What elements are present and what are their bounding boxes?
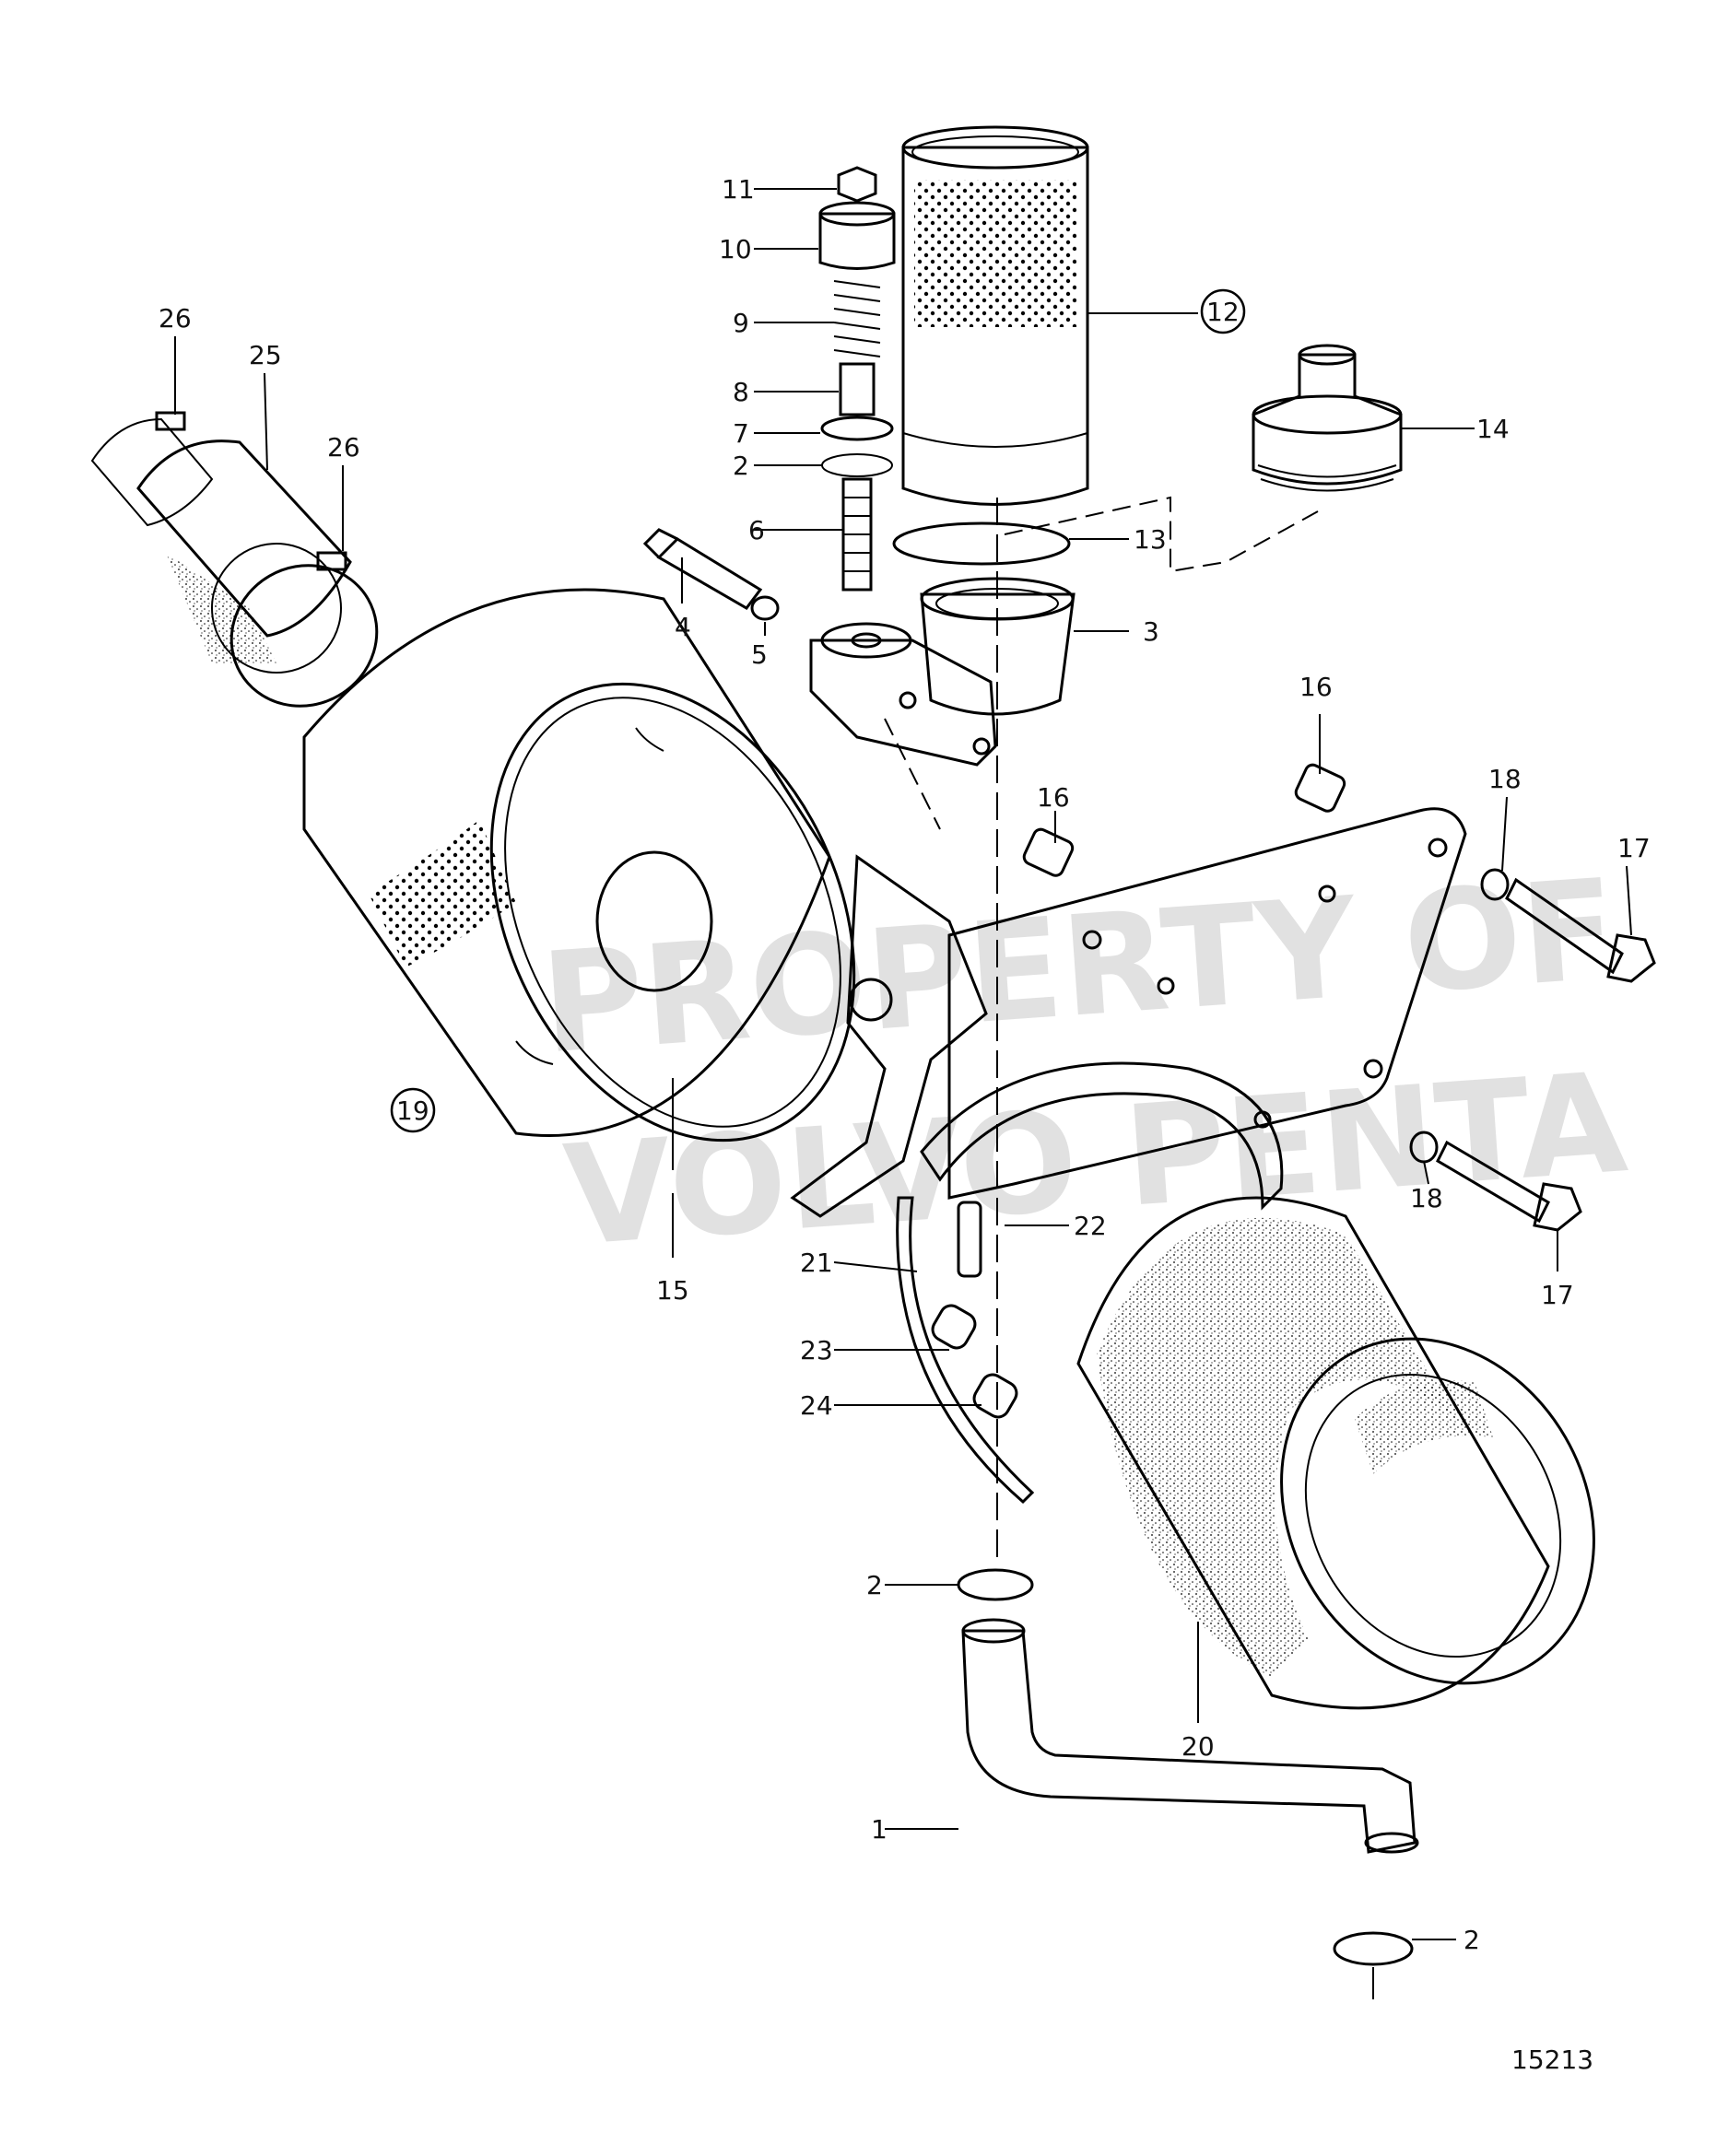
label-part-1: 1 xyxy=(871,1814,888,1845)
label-part-23: 23 xyxy=(800,1335,833,1365)
drain-pipe xyxy=(961,1618,1419,1854)
label-part-10: 10 xyxy=(719,234,752,264)
label-part-17-upper: 17 xyxy=(1617,833,1651,863)
label-part-16-right: 16 xyxy=(1299,672,1333,702)
inlet-hose-assembly xyxy=(90,411,379,708)
label-part-8: 8 xyxy=(733,377,749,407)
label-part-15: 15 xyxy=(656,1275,689,1306)
label-part-2-upper: 2 xyxy=(733,451,749,481)
housing-bracket xyxy=(790,854,988,1218)
label-part-6: 6 xyxy=(748,515,765,545)
label-part-2-lower: 2 xyxy=(1464,1925,1480,1955)
label-part-2-middle: 2 xyxy=(866,1570,883,1600)
spacer-16-left xyxy=(1022,827,1075,877)
center-lines xyxy=(884,496,1374,1999)
spacer-16-right xyxy=(1294,763,1346,813)
label-part-11: 11 xyxy=(722,174,755,205)
label-part-12-circle xyxy=(1200,288,1246,334)
precleaner xyxy=(1076,1196,1595,1710)
bolt-washer-4-5 xyxy=(642,528,780,621)
label-part-9: 9 xyxy=(733,308,749,338)
label-part-13: 13 xyxy=(1134,524,1167,555)
seal-ring-lower xyxy=(1333,1931,1414,1966)
label-part-4: 4 xyxy=(675,612,691,642)
callout-labels: 11 10 9 8 7 2 6 12 13 3 14 4 5 16 16 18 … xyxy=(159,174,1651,1955)
leader-lines xyxy=(174,188,1632,1940)
label-part-18-upper: 18 xyxy=(1488,764,1522,794)
label-part-17-lower: 17 xyxy=(1541,1280,1574,1310)
label-part-18-lower: 18 xyxy=(1410,1183,1443,1213)
clamp-band xyxy=(896,1061,1284,1505)
filter-element xyxy=(901,125,1089,506)
watermark-line-2: VOLVO PENTA xyxy=(559,1043,1631,1277)
label-part-12: 12 xyxy=(1206,297,1240,327)
bolt-17-upper xyxy=(1480,868,1656,983)
seal-ring xyxy=(892,521,1071,566)
filter-base-housing xyxy=(809,577,1076,767)
seal-ring-middle xyxy=(957,1568,1034,1601)
label-part-14: 14 xyxy=(1476,414,1510,444)
label-part-26-right: 26 xyxy=(327,432,360,463)
label-part-26-left: 26 xyxy=(159,303,192,334)
label-part-22: 22 xyxy=(1074,1211,1107,1241)
label-part-19-circle xyxy=(390,1087,436,1133)
label-part-21: 21 xyxy=(800,1248,833,1278)
mounting-bracket xyxy=(947,807,1467,1200)
label-part-25: 25 xyxy=(249,340,282,370)
figure-number: 15213 xyxy=(1511,2045,1593,2075)
watermark-line-1: PROPERTY OF xyxy=(537,850,1622,1084)
label-part-24: 24 xyxy=(800,1390,833,1421)
label-part-3: 3 xyxy=(1143,616,1159,647)
adapter-fitting xyxy=(1252,344,1403,492)
air-cleaner-housing xyxy=(302,588,856,1142)
label-part-19: 19 xyxy=(396,1096,429,1126)
valve-stack xyxy=(818,166,896,592)
label-part-20: 20 xyxy=(1181,1731,1215,1762)
label-part-7: 7 xyxy=(733,418,749,449)
label-part-16-left: 16 xyxy=(1037,782,1070,813)
label-part-5: 5 xyxy=(751,639,768,670)
